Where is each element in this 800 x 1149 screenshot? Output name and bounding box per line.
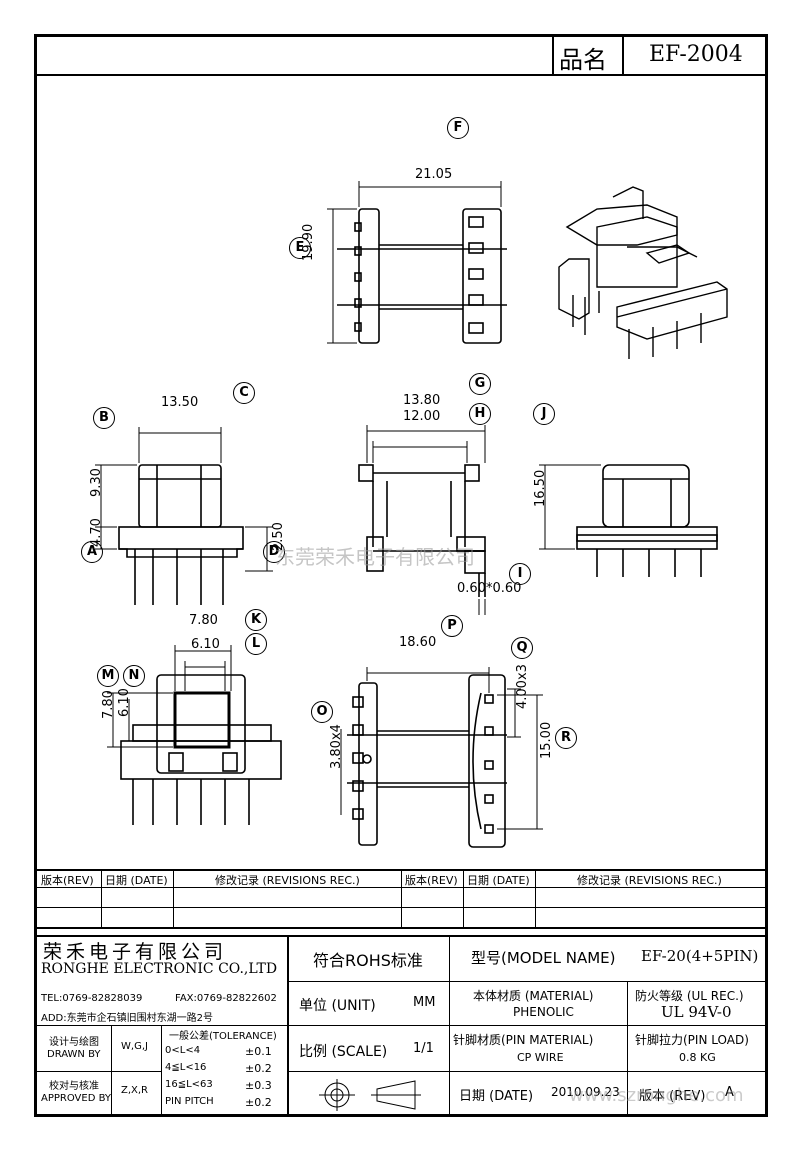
scale-label: 比例 (SCALE) (299, 1044, 388, 1060)
dim-bottom-width: 18.60 (399, 635, 437, 650)
right-view (576, 464, 718, 577)
ref-label-q: Q (511, 637, 533, 659)
part-label: 品名 (559, 46, 607, 74)
ref-label-g: G (469, 373, 491, 395)
dim-bottom-pitch-right: 4.00x3 (515, 664, 530, 709)
material-value: PHENOLIC (513, 1005, 574, 1019)
drawn-by-value: W,G,J (121, 1041, 148, 1052)
rev-header-date-1: 日期 (DATE) (105, 874, 168, 887)
ref-label-e: E (289, 237, 311, 259)
dim-bottom-pitch-left: 3.80x4 (329, 724, 344, 769)
ref-label-h: H (469, 403, 491, 425)
approved-by-label-cn: 校对与核准 (49, 1081, 99, 1092)
ref-label-a: A (81, 541, 103, 563)
ref-label-r: R (555, 727, 577, 749)
rev-header-rec-1: 修改记录 (REVISIONS REC.) (215, 874, 360, 887)
front-view (118, 464, 244, 605)
ref-label-n: N (123, 665, 145, 687)
part-number: EF-2004 (649, 42, 743, 67)
ref-label-k: K (245, 609, 267, 631)
header-sep-2 (622, 37, 624, 74)
dim-front-top: 13.50 (161, 395, 199, 410)
tolerance-range-2: 4≦L<16 (165, 1062, 207, 1073)
tolerance-value-3: ±0.3 (245, 1079, 272, 1092)
dim-side-pin: 0.60*0.60 (457, 581, 522, 596)
title-block: 荣禾电子有限公司 RONGHE ELECTRONIC CO.,LTD TEL:0… (37, 935, 765, 1117)
dim-top-width: 21.05 (415, 167, 453, 182)
pin-load-label: 针脚拉力(PIN LOAD) (635, 1033, 749, 1047)
ref-label-p: P (441, 615, 463, 637)
header-divider (37, 74, 765, 76)
pin-material-value: CP WIRE (517, 1051, 564, 1064)
dim-side-inner: 12.00 (403, 409, 441, 424)
section-view (120, 674, 282, 825)
ref-label-f: F (447, 117, 469, 139)
date-value: 2010.09.23 (551, 1085, 620, 1099)
projection-symbol-icon (319, 1079, 421, 1111)
rev-header-rev-2: 版本(REV) (405, 874, 458, 887)
rev-header-date-2: 日期 (DATE) (467, 874, 530, 887)
dim-front-body: 9.30 (89, 468, 104, 497)
top-view (337, 208, 507, 344)
company-name-cn: 荣禾电子有限公司 (43, 941, 228, 963)
unit-value: MM (413, 995, 436, 1010)
tolerance-value-4: ±0.2 (245, 1096, 272, 1109)
flame-rating-value: UL 94V-0 (661, 1003, 732, 1021)
tolerance-title: 一般公差(TOLERANCE) (169, 1031, 277, 1042)
dim-top-height: 19.90 (301, 223, 316, 261)
tolerance-range-1: 0<L<4 (165, 1045, 201, 1056)
ref-label-m: M (97, 665, 119, 687)
rev-header-rec-2: 修改记录 (REVISIONS REC.) (577, 874, 722, 887)
approved-by-label-en: APPROVED BY (41, 1093, 112, 1104)
scale-value: 1/1 (413, 1041, 434, 1056)
ref-label-b: B (93, 407, 115, 429)
tolerance-range-4: PIN PITCH (165, 1096, 214, 1107)
company-tel: TEL:0769-82828039 (41, 993, 143, 1004)
rev-label: 版本 (REV) (639, 1089, 706, 1104)
ref-label-l: L (245, 633, 267, 655)
dim-bottom-span: 15.00 (539, 721, 554, 759)
drawn-by-label-cn: 设计与绘图 (49, 1037, 99, 1048)
ref-label-d: D (263, 541, 285, 563)
company-fax: FAX:0769-82822602 (175, 993, 277, 1004)
dim-section-outer: 7.80 (189, 613, 218, 628)
iso-view (558, 186, 728, 359)
tolerance-range-3: 16≦L<63 (165, 1079, 213, 1090)
dim-section-inner: 6.10 (191, 637, 220, 652)
company-address: ADD:东莞市企石镇旧围村东湖一路2号 (41, 1013, 213, 1024)
flame-rating-label: 防火等级 (UL REC.) (635, 989, 744, 1003)
rev-header-rev-1: 版本(REV) (41, 874, 94, 887)
dim-right-height: 16.50 (533, 469, 548, 507)
tolerance-value-1: ±0.1 (245, 1045, 272, 1058)
pin-material-label: 针脚材质(PIN MATERIAL) (453, 1033, 594, 1047)
model-name-label: 型号(MODEL NAME) (471, 949, 616, 967)
model-name-value: EF-20(4+5PIN) (641, 947, 759, 965)
pin-load-value: 0.8 KG (679, 1051, 716, 1064)
company-name-en: RONGHE ELECTRONIC CO.,LTD (41, 961, 278, 977)
approved-by-value: Z,X,R (121, 1085, 149, 1096)
dim-side-outer: 13.80 (403, 393, 441, 408)
dim-front-base: 4.70 (89, 518, 104, 547)
ref-label-j: J (533, 403, 555, 425)
dim-section-inner-v: 6.10 (117, 688, 132, 717)
technical-drawing (95, 181, 728, 848)
bottom-view (347, 674, 507, 848)
revision-table: 版本(REV) 日期 (DATE) 修改记录 (REVISIONS REC.) … (37, 869, 765, 929)
side-view (358, 464, 486, 597)
drawn-by-label-en: DRAWN BY (47, 1049, 101, 1060)
material-label: 本体材质 (MATERIAL) (473, 989, 594, 1003)
watermark-center: 东莞荣禾电子有限公司 (275, 545, 475, 569)
dim-section-outer-v: 7.80 (101, 690, 116, 719)
date-label: 日期 (DATE) (459, 1089, 534, 1104)
unit-label: 单位 (UNIT) (299, 998, 376, 1014)
rev-value: A (725, 1085, 734, 1100)
watermark-corner: www.szronghe.com (569, 1085, 744, 1106)
tolerance-value-2: ±0.2 (245, 1062, 272, 1075)
header-sep-1 (552, 37, 554, 74)
drawing-sheet: 品名 EF-2004 (34, 34, 768, 1117)
ref-label-i: I (509, 563, 531, 585)
ref-label-o: O (311, 701, 333, 723)
ref-label-c: C (233, 382, 255, 404)
rohs-compliance: 符合ROHS标准 (313, 951, 423, 970)
